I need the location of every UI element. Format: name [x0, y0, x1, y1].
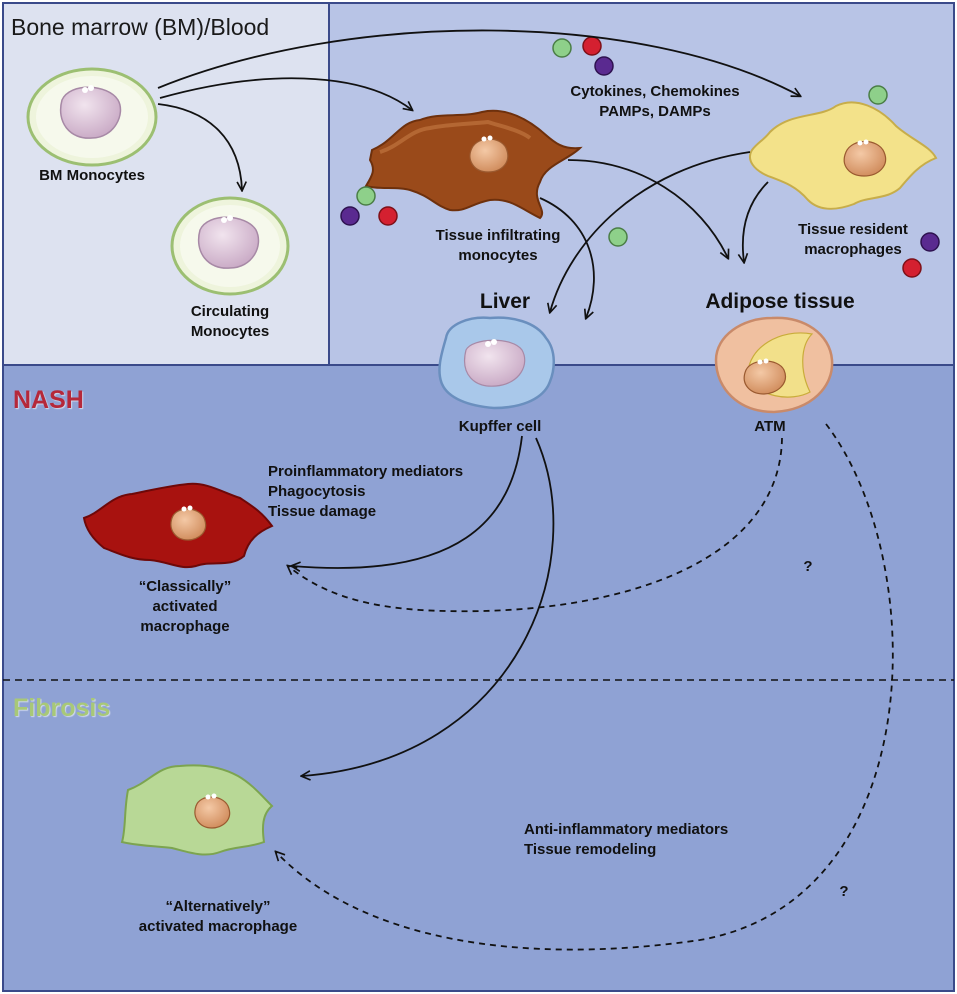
alternative-line-2: activated macrophage	[138, 918, 298, 935]
atm-cell	[714, 316, 834, 414]
circulating-line-1: Circulating	[190, 303, 270, 320]
infiltrating-line-1: Tissue infiltrating	[435, 227, 561, 244]
infiltrating-line-2: monocytes	[458, 247, 538, 264]
bone-marrow-title: Bone marrow (BM)/Blood	[11, 14, 270, 40]
classical-line-2: activated	[152, 598, 218, 615]
anti-inflammatory-line: Anti-inflammatory mediators	[524, 821, 729, 838]
alternative-macrophage-cell	[120, 764, 274, 856]
arrow-bm-to-resident	[157, 29, 800, 96]
classical-macrophage-label: “Classically” activated macrophage	[110, 577, 260, 637]
arrow-infiltrating-to-adipose	[567, 159, 728, 258]
signals-line-1: Cytokines, Chemokines	[570, 83, 740, 100]
circulating-monocyte-cell	[170, 196, 290, 296]
infiltrating-monocyte-cell	[364, 109, 583, 220]
arrow-resident-to-adipose	[743, 181, 769, 262]
liver-label: Liver	[479, 290, 531, 313]
circulating-line-2: Monocytes	[190, 323, 270, 340]
phagocytosis-line: Phagocytosis	[268, 483, 366, 500]
classical-line-3: macrophage	[140, 618, 230, 635]
signal-molecules	[340, 36, 940, 278]
arrow-infiltrating-to-liver	[539, 197, 595, 318]
proinflammatory-effects: Proinflammatory mediators Phagocytosis T…	[268, 462, 463, 522]
classical-macrophage-cell	[82, 482, 274, 569]
kupffer-label: Kupffer cell	[458, 418, 542, 435]
arrow-resident-to-liver	[550, 151, 751, 312]
arrow-kupffer-to-alternative	[302, 437, 555, 776]
signals-line-2: PAMPs, DAMPs	[599, 103, 711, 120]
circulating-monocytes-label: Circulating Monocytes	[170, 302, 290, 342]
arrow-bm-to-circulating	[157, 103, 242, 190]
nash-section-label: NASH	[13, 386, 84, 414]
alternative-macrophage-label: “Alternatively” activated macrophage	[118, 897, 318, 937]
resident-macrophage-cell	[749, 101, 938, 210]
atm-label: ATM	[754, 418, 786, 435]
signals-label: Cytokines, Chemokines PAMPs, DAMPs	[555, 82, 755, 122]
arrow-kupffer-to-classical	[292, 435, 523, 568]
bm-monocyte-cell	[26, 67, 158, 167]
alternative-line-1: “Alternatively”	[165, 898, 271, 915]
adipose-label: Adipose tissue	[705, 290, 855, 313]
classical-line-1: “Classically”	[138, 578, 232, 595]
kupffer-cell	[438, 316, 555, 410]
resident-line-1: Tissue resident	[798, 221, 908, 238]
resident-macrophages-label: Tissue resident macrophages	[783, 220, 923, 260]
arrows	[157, 29, 894, 951]
remodeling-line: Tissue remodeling	[524, 841, 657, 858]
unknown-mark-nash: ?	[803, 558, 813, 575]
infiltrating-monocytes-label: Tissue infiltrating monocytes	[418, 226, 578, 266]
arrow-bm-to-infiltrating	[159, 77, 412, 110]
anti-inflammatory-effects: Anti-inflammatory mediators Tissue remod…	[524, 820, 728, 860]
proinflammatory-line: Proinflammatory mediators	[268, 463, 464, 480]
resident-line-2: macrophages	[804, 241, 902, 258]
bm-monocytes-label: BM Monocytes	[39, 167, 145, 184]
arrow-atm-to-alternative	[276, 423, 894, 951]
tissue-damage-line: Tissue damage	[268, 503, 377, 520]
fibrosis-section-label: Fibrosis	[13, 694, 111, 722]
bone-marrow-panel	[2, 2, 330, 366]
unknown-mark-fibrosis: ?	[839, 883, 849, 900]
